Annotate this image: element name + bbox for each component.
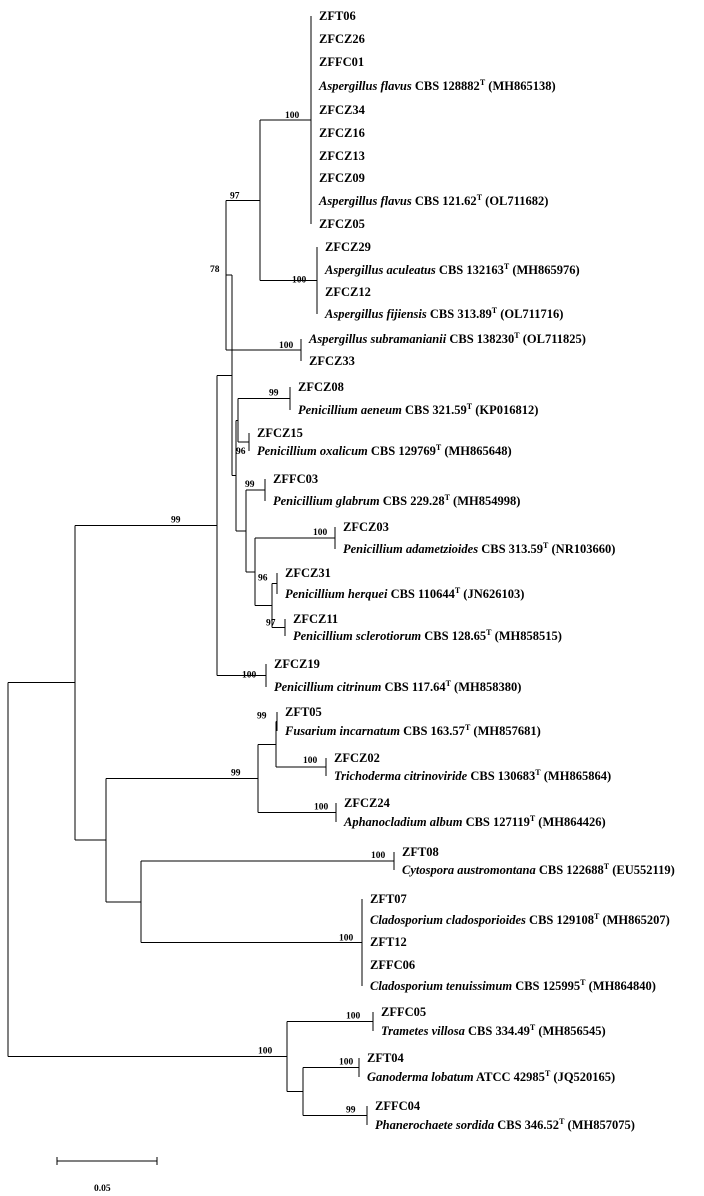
taxon-label-t14: Aspergillus fijiensis CBS 313.89T (OL711… [324,306,563,321]
taxon-label-t45: Trametes villosa CBS 334.49T (MH856545) [381,1023,606,1038]
taxon-label-t3: ZFFC01 [319,55,364,69]
bootstrap-gla: 99 [245,480,255,490]
taxon-label-t27: ZFCZ11 [293,612,338,626]
bootstrap-her: 96 [258,574,268,584]
bootstrap-subr: 100 [279,341,294,351]
tree-branches [7,16,395,1125]
bootstrap-cla: 100 [339,934,354,944]
scale-bar-label: 0.05 [94,1184,111,1194]
bootstrap-mid99: 99 [231,768,241,778]
taxon-label-t19: ZFCZ15 [257,426,303,440]
taxon-label-t4: Aspergillus flavus CBS 128882T (MH865138… [318,78,556,93]
bootstrap-fus: 99 [257,712,267,722]
bootstrap-basid: 100 [258,1047,273,1057]
taxon-label-t35: ZFCZ24 [344,796,391,810]
bootstrap-cyt: 100 [371,851,386,861]
taxon-label-t5: ZFCZ34 [319,103,366,117]
taxon-label-t15: Aspergillus subramanianii CBS 138230T (O… [308,331,586,346]
taxon-label-t47: Ganoderma lobatum ATCC 42985T (JQ520165) [367,1069,615,1084]
taxon-label-t48: ZFFC04 [375,1099,421,1113]
bootstrap-A78: 78 [210,265,220,275]
taxon-label-t39: ZFT07 [370,892,407,906]
bootstrap-cit: 100 [242,671,257,681]
taxon-label-t21: ZFFC03 [273,472,318,486]
taxon-label-t7: ZFCZ13 [319,149,365,163]
bootstrap-tra: 100 [346,1012,361,1022]
taxon-label-t6: ZFCZ16 [319,126,365,140]
taxon-label-t37: ZFT08 [402,845,439,859]
taxon-label-t28: Penicillium sclerotiorum CBS 128.65T (MH… [293,628,562,643]
taxon-label-t9: Aspergillus flavus CBS 121.62T (OL711682… [318,193,548,208]
taxon-label-t25: ZFCZ31 [285,566,331,580]
bootstrap-values: 100 100 97 100 78 99 96 99 100 96 97 100 99 99 100 100 9… [171,111,386,1116]
bootstrap-ada: 100 [313,528,328,538]
bootstrap-acul: 100 [292,276,307,286]
taxon-label-t46: ZFT04 [367,1051,405,1065]
taxon-label-t24: Penicillium adametzioides CBS 313.59T (N… [343,541,615,556]
taxon-label-t29: ZFCZ19 [274,657,320,671]
taxon-label-t34: Trichoderma citrinoviride CBS 130683T (M… [334,768,611,783]
taxon-label-t2: ZFCZ26 [319,32,365,46]
taxon-label-t44: ZFFC05 [381,1005,426,1019]
taxon-label-t36: Aphanocladium album CBS 127119T (MH86442… [343,814,606,829]
taxon-label-t13: ZFCZ12 [325,285,371,299]
taxon-label-t42: ZFFC06 [370,958,415,972]
taxon-label-t20: Penicillium oxalicum CBS 129769T (MH8656… [257,443,512,458]
taxon-label-t49: Phanerochaete sordida CBS 346.52T (MH857… [375,1117,635,1132]
taxon-label-t16: ZFCZ33 [309,354,355,368]
taxon-label-t41: ZFT12 [370,935,407,949]
bootstrap-top: 99 [171,515,181,525]
taxon-label-t32: Fusarium incarnatum CBS 163.57T (MH85768… [284,723,541,738]
bootstrap-aen: 99 [269,389,279,399]
taxon-label-t38: Cytospora austromontana CBS 122688T (EU5… [402,862,675,877]
taxon-label-t12: Aspergillus aculeatus CBS 132163T (MH865… [324,262,580,277]
taxon-label-t10: ZFCZ05 [319,217,365,231]
bootstrap-oxa: 96 [236,447,246,457]
taxon-label-t1: ZFT06 [319,9,356,23]
taxon-label-t17: ZFCZ08 [298,380,344,394]
taxon-label-t40: Cladosporium cladosporioides CBS 129108T… [370,912,670,927]
bootstrap-tri: 100 [303,756,318,766]
taxon-label-t30: Penicillium citrinum CBS 117.64T (MH8583… [274,679,521,694]
bootstrap-aph: 100 [314,803,329,813]
taxon-label-t22: Penicillium glabrum CBS 229.28T (MH85499… [273,493,520,508]
taxon-label-t8: ZFCZ09 [319,171,365,185]
bootstrap-scl: 97 [266,619,276,629]
scale-bar: 0.05 [56,1157,158,1194]
taxon-label-t33: ZFCZ02 [334,751,380,765]
bootstrap-flavus: 100 [285,111,300,121]
taxon-label-t26: Penicillium herquei CBS 110644T (JN62610… [285,586,524,601]
taxon-label-t11: ZFCZ29 [325,240,371,254]
taxon-label-t43: Cladosporium tenuissimum CBS 125995T (MH… [370,978,656,993]
bootstrap-A97: 97 [230,191,240,201]
taxon-label-t18: Penicillium aeneum CBS 321.59T (KP016812… [298,402,538,417]
bootstrap-pha: 99 [346,1106,356,1116]
taxon-label-t23: ZFCZ03 [343,520,389,534]
taxon-label-t31: ZFT05 [285,705,322,719]
bootstrap-gan: 100 [339,1058,354,1068]
